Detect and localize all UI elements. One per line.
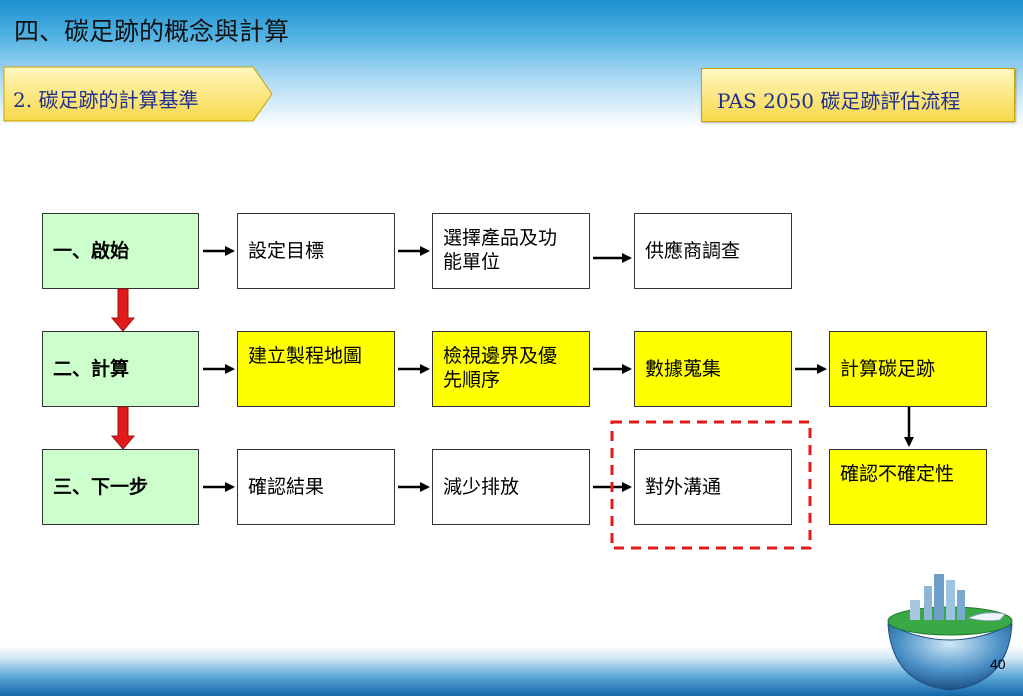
section-tag-shape xyxy=(3,66,273,122)
slide-number: 40 xyxy=(990,656,1006,672)
step-label: 對外溝通 xyxy=(645,476,722,498)
step-calculate-footprint: 計算碳足跡 xyxy=(829,331,987,407)
stage-transition-arrow-icon xyxy=(110,406,136,450)
step-boundaries: 檢視邊界及優先順序 xyxy=(432,331,590,407)
topic-tag-label: PAS 2050 碳足跡評估流程 xyxy=(717,89,961,113)
stage-calculate-label: 二、計算 xyxy=(53,358,130,380)
city-globe-icon xyxy=(887,574,1013,691)
step-select-product: 選擇產品及功能單位 xyxy=(432,213,590,289)
stage-start-label: 一、啟始 xyxy=(53,240,130,262)
step-supplier-survey: 供應商調查 xyxy=(634,213,792,289)
step-set-goals: 設定目標 xyxy=(237,213,395,289)
step-external-communication: 對外溝通 xyxy=(634,449,792,525)
step-label: 計算碳足跡 xyxy=(840,358,936,380)
topic-tag: PAS 2050 碳足跡評估流程 xyxy=(701,68,1015,122)
step-confirm-results: 確認結果 xyxy=(237,449,395,525)
footer-band xyxy=(0,646,1023,696)
step-label: 確認不確定性 xyxy=(840,463,955,485)
step-label: 數據蒐集 xyxy=(645,358,722,380)
page-title: 四、碳足跡的概念與計算 xyxy=(14,17,290,46)
step-data-collection: 數據蒐集 xyxy=(634,331,792,407)
step-label: 檢視邊界及優先順序 xyxy=(443,345,558,391)
step-reduce-emissions: 減少排放 xyxy=(432,449,590,525)
stage-start-box: 一、啟始 xyxy=(42,213,199,289)
section-tag: 2. 碳足跡的計算基準 xyxy=(3,66,273,122)
stage-next-step-box: 三、下一步 xyxy=(42,449,199,525)
section-tag-label: 2. 碳足跡的計算基準 xyxy=(13,88,199,112)
step-label: 減少排放 xyxy=(443,476,520,498)
step-label: 確認結果 xyxy=(248,476,325,498)
step-label: 建立製程地圖 xyxy=(248,345,363,367)
step-label: 設定目標 xyxy=(248,240,325,262)
highlight-dashed-outline xyxy=(610,420,812,550)
stage-next-step-label: 三、下一步 xyxy=(53,476,149,498)
step-confirm-uncertainty: 確認不確定性 xyxy=(829,449,987,525)
stage-calculate-box: 二、計算 xyxy=(42,331,199,407)
stage-transition-arrow-icon xyxy=(110,288,136,332)
step-label: 供應商調查 xyxy=(645,240,741,262)
step-process-map: 建立製程地圖 xyxy=(237,331,395,407)
step-label: 選擇產品及功能單位 xyxy=(443,227,558,273)
